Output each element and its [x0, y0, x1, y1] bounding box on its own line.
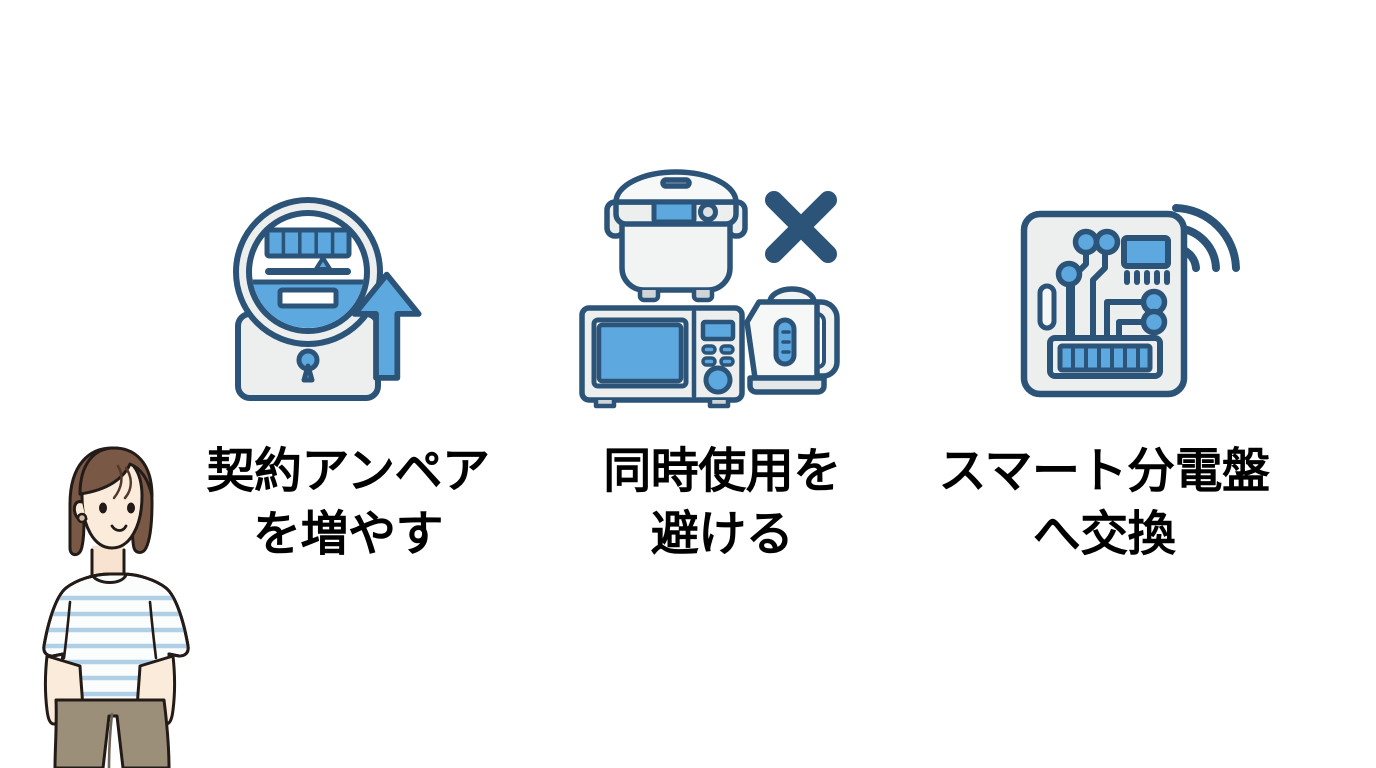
meter-needle-bar	[265, 256, 351, 275]
rice-cooker-icon	[604, 169, 748, 303]
smart-panel-svg	[1020, 204, 1240, 398]
indicator-ticks	[1124, 270, 1170, 285]
electricity-meter-with-up-arrow-icon	[228, 186, 468, 412]
appliances-svg	[579, 169, 840, 409]
meter-digit-display	[264, 227, 352, 259]
panel-lcd-display	[1121, 235, 1171, 269]
appliance-group-icon	[570, 152, 870, 414]
caption-avoid-simultaneous-use: 同時使用を 避ける	[603, 443, 841, 563]
smart-distribution-board-icon	[1000, 152, 1262, 414]
meter-svg	[233, 197, 422, 401]
meter-reading-window	[277, 287, 339, 309]
meter-keyhole	[296, 348, 320, 383]
caption-replace-with-smart-panel: スマート分電盤 へ交換	[938, 443, 1270, 563]
cross-mark-icon	[765, 191, 837, 263]
caption-increase-amperage: 契約アンペア を増やす	[206, 443, 490, 563]
woman-svg	[42, 446, 190, 768]
breaker-bank	[1047, 335, 1163, 379]
circuit-nodes	[1055, 228, 1168, 336]
woman-illustration	[14, 438, 206, 768]
electric-kettle-icon	[744, 286, 840, 395]
microwave-oven-icon	[579, 305, 745, 409]
panel-slot	[1037, 283, 1057, 331]
up-arrow-icon	[351, 271, 422, 381]
